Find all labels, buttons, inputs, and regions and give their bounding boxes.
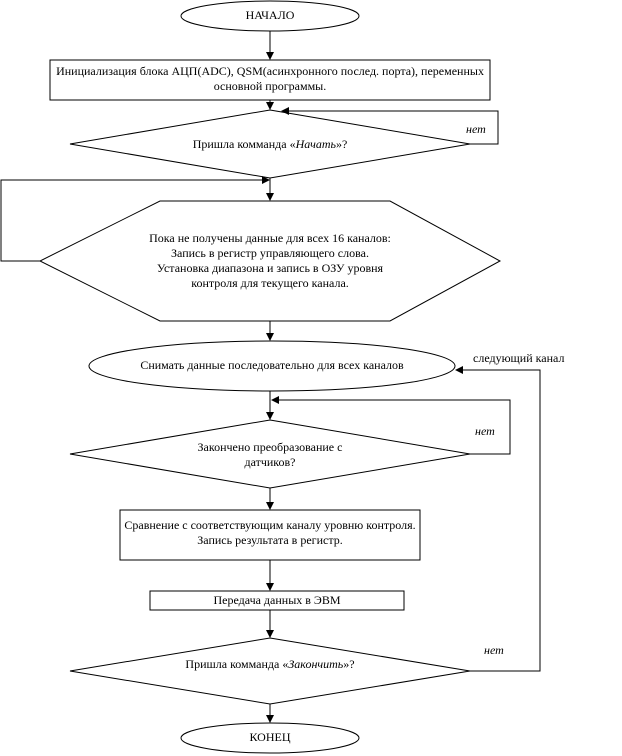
end-command-text-before: Пришла комманда « xyxy=(185,657,289,671)
end-command-text-after: »? xyxy=(343,657,355,671)
init-process-shape xyxy=(49,59,491,101)
transfer-process-shape xyxy=(149,590,405,611)
start-command-text-before: Пришла комманда « xyxy=(192,137,296,151)
end-command-label: Пришла комманда «Закончить»? xyxy=(120,657,420,672)
connector-next-channel-loop xyxy=(455,366,541,672)
end-label: КОНЕЦ xyxy=(249,730,291,744)
end-terminal-shape xyxy=(180,722,360,754)
compare-label: Сравнение с соответствующим каналу уровн… xyxy=(124,518,416,547)
connector-no-loop-start xyxy=(281,107,499,145)
no-label-start: нет xyxy=(466,122,486,136)
next-channel-label: следующий канал xyxy=(473,351,565,365)
start-command-label: Пришла комманда «Начать»? xyxy=(130,137,410,152)
end-command-text-emph: Закончить xyxy=(288,657,344,671)
transfer-label: Передача данных в ЭВМ xyxy=(213,593,341,607)
compare-process-shape xyxy=(119,509,421,561)
connector-hex-loop-back xyxy=(0,176,270,262)
start-label: НАЧАЛО xyxy=(245,8,295,22)
start-command-text-after: »? xyxy=(335,137,348,151)
loop-condition-label: Пока не получены данные для всех 16 кана… xyxy=(149,231,391,290)
conversion-label: Закончено преобразование с датчиков? xyxy=(197,440,343,469)
connector-no-loop-conversion xyxy=(271,396,511,455)
init-label: Инициализация блока АЦП(ADC), QSM(асинхр… xyxy=(56,64,484,93)
no-label-end: нет xyxy=(484,643,504,657)
start-command-text-emph: Начать xyxy=(295,137,336,151)
no-label-conversion: нет xyxy=(475,424,495,438)
read-data-label: Снимать данные последовательно для всех … xyxy=(140,358,404,372)
